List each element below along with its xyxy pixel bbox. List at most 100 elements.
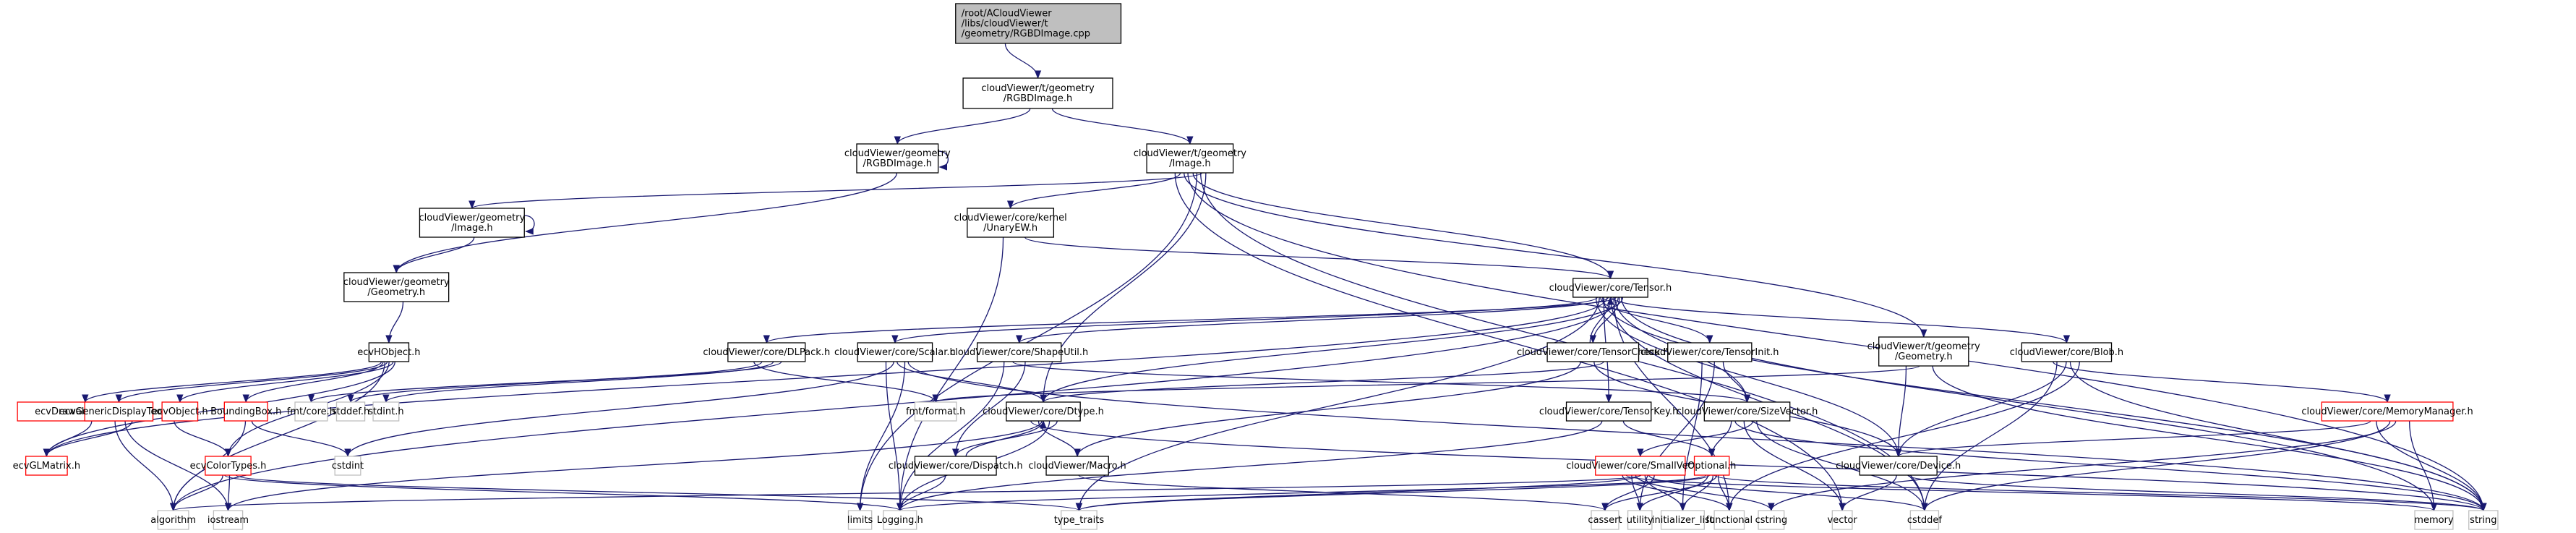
node-optional[interactable]: Optional.h	[1687, 456, 1736, 476]
node-root[interactable]: /root/ACloudViewer/libs/cloudViewer/t/ge…	[955, 3, 1122, 44]
edge-root-to-t_rgbd	[1004, 43, 1042, 80]
node-label: cloudViewer/core/SmallVector.h	[1566, 461, 1714, 472]
edge-optional-to-utility	[1636, 474, 1708, 512]
node-box	[2468, 510, 2499, 530]
edge-g_rgbd-to-g_geometry	[393, 172, 898, 274]
node-label: algorithm	[150, 515, 196, 526]
node-t_geometry[interactable]: cloudViewer/t/geometry/Geometry.h	[1867, 336, 1981, 367]
node-box	[343, 272, 450, 302]
node-label: cloudViewer/core/Device.h	[1836, 461, 1961, 472]
edge-tensor-to-scalar	[891, 297, 1598, 344]
node-gendisp[interactable]: ecvGenericDisplayTools.h	[59, 401, 179, 422]
node-functional: functional	[1706, 510, 1753, 530]
node-shapeutil[interactable]: cloudViewer/core/ShapeUtil.h	[950, 342, 1088, 362]
edge-tensor-to-tensorinit	[1600, 297, 1713, 344]
edge-g_image-to-g_image	[524, 215, 535, 235]
node-box	[213, 510, 244, 530]
node-tensorkey[interactable]: cloudViewer/core/TensorKey.h	[1539, 401, 1678, 422]
edge-t_image-to-cstddef	[1200, 172, 1928, 512]
node-box	[1595, 456, 1686, 476]
node-bbox[interactable]: BoundingBox.h	[210, 401, 281, 422]
node-scalar[interactable]: cloudViewer/core/Scalar.h	[834, 342, 956, 362]
edge-t_image-to-g_image	[468, 172, 1203, 210]
node-label: ecvObject.h	[152, 406, 208, 417]
node-label: stdint.h	[368, 406, 403, 417]
node-label: BoundingBox.h	[210, 406, 281, 417]
node-box	[1006, 401, 1081, 422]
node-macro[interactable]: cloudViewer/Macro.h	[1029, 456, 1126, 476]
edge-t_rgbd-to-g_rgbd	[894, 108, 1031, 145]
node-dtype[interactable]: cloudViewer/core/Dtype.h	[983, 401, 1104, 422]
node-label: cloudViewer/geometry	[844, 148, 951, 159]
node-label: type_traits	[1054, 515, 1105, 526]
edge-sizevector-to-string	[1734, 420, 2487, 512]
node-label: cloudViewer/core/SizeVector.h	[1677, 406, 1818, 417]
node-label: cloudViewer/t/geometry	[981, 83, 1095, 94]
node-g_geometry[interactable]: cloudViewer/geometry/Geometry.h	[343, 272, 450, 302]
node-colortypes[interactable]: ecvColorTypes.h	[190, 456, 267, 476]
node-tensor[interactable]: cloudViewer/core/Tensor.h	[1549, 278, 1672, 298]
edge-memmgr-to-cstring	[1768, 420, 2397, 512]
node-dlpack[interactable]: cloudViewer/core/DLPack.h	[703, 342, 830, 362]
edge-tensorinit-to-sizevector	[1722, 361, 1751, 404]
edge-device-to-vector	[1839, 474, 1897, 512]
node-t_rgbd[interactable]: cloudViewer/t/geometry/RGBDImage.h	[962, 77, 1113, 109]
node-label: fmt/format.h	[906, 406, 965, 417]
node-device[interactable]: cloudViewer/core/Device.h	[1836, 456, 1961, 476]
node-dispatch[interactable]: cloudViewer/core/Dispatch.h	[889, 456, 1023, 476]
node-iostream: iostream	[207, 510, 249, 530]
node-label: cloudViewer/geometry	[419, 213, 525, 223]
node-box	[883, 510, 917, 530]
node-fmtcore: fmt/core.h	[287, 401, 335, 422]
edge-optional-to-logging	[897, 474, 1707, 512]
node-label: functional	[1706, 515, 1753, 526]
node-sizevector[interactable]: cloudViewer/core/SizeVector.h	[1677, 401, 1818, 422]
node-g_image[interactable]: cloudViewer/geometry/Image.h	[419, 208, 526, 238]
node-cassert: cassert	[1588, 510, 1622, 530]
edge-tensorkey-to-optional	[1622, 420, 1716, 458]
node-memory: memory	[2414, 510, 2454, 530]
edge-scalar-to-dtype	[897, 361, 1047, 404]
node-label: cstdint	[332, 461, 364, 472]
node-utility: utility	[1627, 510, 1653, 530]
node-label: cloudViewer/t/geometry	[1867, 341, 1981, 352]
node-box	[1061, 510, 1097, 530]
node-box	[1591, 510, 1619, 530]
node-glmatrix[interactable]: ecvGLMatrix.h	[13, 456, 80, 476]
node-t_image[interactable]: cloudViewer/t/geometry/Image.h	[1134, 143, 1247, 174]
node-label: /RGBDImage.h	[1004, 93, 1073, 104]
node-box	[976, 342, 1062, 362]
node-tensorinit[interactable]: cloudViewer/core/TensorInit.h	[1640, 342, 1779, 362]
node-label: cloudViewer/core/Dtype.h	[983, 406, 1104, 417]
node-blob[interactable]: cloudViewer/core/Blob.h	[2010, 342, 2123, 362]
node-unaryew[interactable]: cloudViewer/core/kernel/UnaryEW.h	[954, 208, 1067, 238]
edge-tensor-to-algorithm	[170, 297, 1619, 512]
node-memmgr[interactable]: cloudViewer/core/MemoryManager.h	[2301, 401, 2473, 422]
edge-t_image-to-limits	[856, 172, 1198, 512]
edge-colortypes-to-typetraits	[236, 474, 1082, 512]
node-box	[914, 456, 997, 476]
node-tensorcheck[interactable]: cloudViewer/core/TensorCheck.h	[1517, 342, 1669, 362]
node-ecvobject[interactable]: ecvObject.h	[152, 401, 208, 422]
node-box	[847, 510, 873, 530]
edge-tensorcheck-to-tensor	[1589, 296, 1614, 344]
edge-memmgr-to-cstddef	[1921, 420, 2391, 512]
edge-smallvector-to-typetraits	[1076, 474, 1640, 512]
node-smallvector[interactable]: cloudViewer/core/SmallVector.h	[1566, 456, 1714, 476]
edge-bbox-to-cstdint	[251, 420, 351, 458]
edge-sizevector-to-cstddef	[1756, 420, 1928, 512]
edge-t_geometry-to-device	[1895, 365, 1907, 458]
node-label: vector	[1828, 515, 1858, 526]
edge-dlpack-to-stdint	[382, 361, 774, 404]
node-box	[1909, 510, 1940, 530]
node-g_rgbd[interactable]: cloudViewer/geometry/RGBDImage.h	[844, 143, 951, 174]
edge-tensorkey-to-logging	[897, 420, 1603, 512]
node-box	[1546, 342, 1640, 362]
edge-unaryew-to-tensor	[1024, 236, 1614, 280]
node-hobject[interactable]: ecvHObject.h	[357, 342, 421, 362]
node-box	[1565, 401, 1652, 422]
node-cstring: cstring	[1755, 510, 1787, 530]
node-logging: Logging.h	[877, 510, 923, 530]
edge-smallvector-to-utility	[1631, 474, 1643, 512]
